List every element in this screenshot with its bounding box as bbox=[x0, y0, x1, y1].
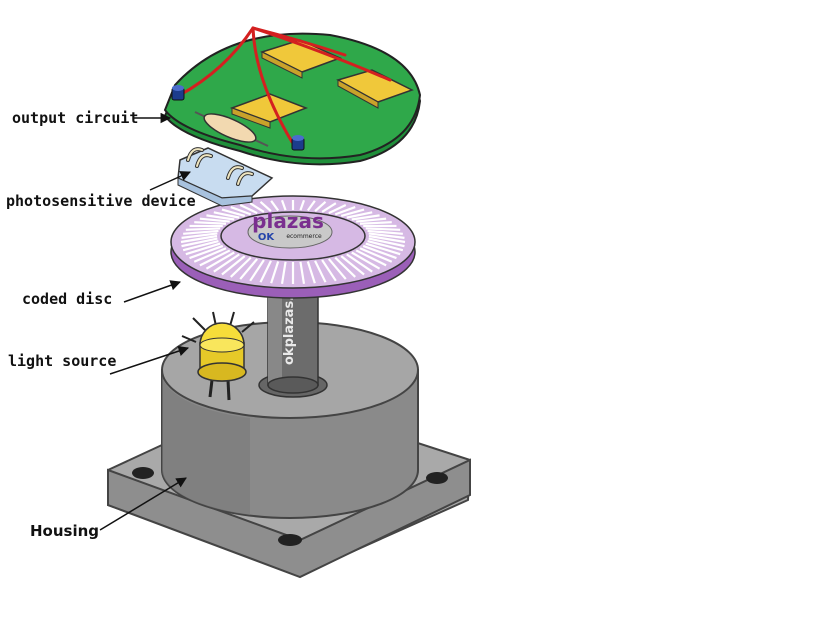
disc-slot bbox=[189, 244, 224, 260]
arrow-coded-disc bbox=[123, 280, 181, 303]
disc-slot bbox=[362, 244, 397, 260]
ic-chip bbox=[229, 93, 309, 129]
disc-slot bbox=[340, 255, 365, 276]
disc-slot bbox=[181, 232, 218, 239]
disc-slot bbox=[365, 242, 401, 256]
ic-chip bbox=[336, 69, 414, 109]
label-light-source: light source bbox=[8, 352, 116, 370]
mount-hole-front bbox=[278, 534, 302, 546]
mount-hole-right bbox=[426, 472, 448, 484]
arrow-light-source bbox=[109, 346, 189, 375]
disc-slot bbox=[230, 256, 252, 278]
disc-slot bbox=[280, 199, 287, 211]
disc-slot bbox=[280, 261, 287, 284]
terminal bbox=[171, 85, 185, 101]
disc-slot bbox=[259, 260, 272, 283]
resistor bbox=[194, 111, 269, 147]
disc-slot bbox=[259, 200, 272, 212]
disc-slot bbox=[356, 217, 387, 223]
label-housing: Housing bbox=[30, 522, 99, 540]
disc-slot bbox=[205, 251, 235, 270]
disc-slot bbox=[249, 259, 265, 282]
disc-slot bbox=[239, 203, 258, 215]
disc-slot bbox=[327, 258, 347, 280]
coded-disc bbox=[170, 195, 416, 299]
arrow-photosensitive-device bbox=[149, 171, 191, 191]
disc-slot bbox=[206, 214, 235, 221]
disc-slot bbox=[368, 237, 405, 248]
disc-slot bbox=[239, 258, 259, 280]
disc-slot bbox=[334, 206, 356, 216]
output-circuit-board bbox=[163, 26, 422, 166]
disc-slot bbox=[314, 200, 327, 212]
disc-slot bbox=[355, 249, 387, 267]
disc-slot bbox=[299, 261, 306, 284]
disc-slot bbox=[359, 247, 393, 263]
red-wires bbox=[178, 26, 392, 144]
disc-slot bbox=[249, 202, 265, 213]
disc-slot bbox=[299, 199, 306, 211]
disc-slot bbox=[270, 200, 280, 212]
disc-slot bbox=[185, 242, 221, 256]
disc-slot bbox=[365, 227, 401, 231]
label-coded-disc: coded disc bbox=[22, 290, 112, 308]
watermark-logo-plazas: plazas bbox=[252, 209, 324, 233]
disc-slot bbox=[193, 247, 227, 263]
disc-slot bbox=[306, 200, 316, 212]
disc-slots bbox=[180, 199, 406, 284]
disc-slot bbox=[199, 249, 231, 267]
disc-slot bbox=[213, 211, 240, 219]
disc-slot bbox=[359, 221, 392, 225]
light-source-led bbox=[181, 311, 255, 401]
disc-slot bbox=[194, 221, 227, 225]
disc-slot bbox=[213, 253, 240, 273]
disc-slot bbox=[185, 227, 221, 231]
disc-slot bbox=[367, 229, 403, 235]
label-output-circuit: output circuit bbox=[12, 109, 138, 127]
disc-slot bbox=[180, 234, 218, 244]
disc-slot bbox=[306, 261, 316, 284]
terminal bbox=[291, 135, 305, 151]
disc-slot bbox=[328, 203, 347, 215]
label-photosensitive-device: photosensitive device bbox=[6, 192, 196, 210]
disc-slot bbox=[334, 256, 356, 278]
watermark-logo-ecommerce: ecommerce bbox=[286, 233, 322, 240]
disc-slot bbox=[321, 259, 337, 282]
disc-slot bbox=[346, 211, 373, 219]
disc-slot bbox=[230, 206, 252, 216]
watermark-logo-ok: OK bbox=[258, 232, 276, 243]
disc-slot bbox=[346, 253, 373, 273]
disc-slot bbox=[321, 202, 337, 213]
disc-slot bbox=[351, 251, 381, 270]
disc-slot bbox=[221, 208, 246, 217]
disc-slot bbox=[368, 232, 405, 239]
disc-slot bbox=[367, 240, 404, 252]
disc-slot bbox=[351, 214, 380, 221]
arrow-housing bbox=[99, 477, 187, 531]
disc-slot bbox=[183, 229, 219, 235]
disc-slot bbox=[182, 240, 219, 252]
disc-slot bbox=[270, 261, 280, 284]
disc-slot bbox=[368, 234, 406, 244]
watermark-logo: plazas OK ecommerce bbox=[252, 209, 324, 243]
disc-slot bbox=[340, 208, 365, 217]
mount-hole-left bbox=[132, 467, 154, 479]
disc-slot bbox=[181, 237, 218, 248]
disc-slot bbox=[221, 255, 246, 276]
disc-slot bbox=[314, 260, 327, 283]
disc-slot bbox=[199, 217, 230, 223]
